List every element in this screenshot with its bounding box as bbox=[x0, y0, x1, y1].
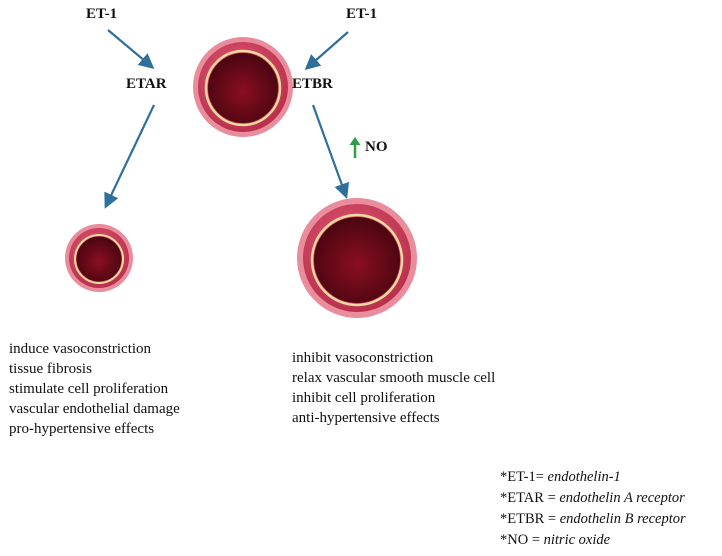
arrow-etar-to-constricted bbox=[104, 104, 155, 209]
list-item: inhibit cell proliferation bbox=[292, 390, 436, 406]
list-item: pro-hypertensive effects bbox=[9, 421, 155, 437]
legend-definition: endothelin-1 bbox=[547, 469, 621, 485]
label-et1-right: ET-1 bbox=[346, 6, 378, 22]
legend-term: *ET-1= bbox=[500, 469, 544, 485]
etar-effects-list: induce vasoconstriction tissue fibrosis … bbox=[9, 339, 180, 439]
abbreviation-legend: *ET-1= endothelin-1 *ETAR = endothelin A… bbox=[500, 467, 686, 551]
legend-entry: *NO = nitric oxide bbox=[500, 530, 686, 551]
list-item: induce vasoconstriction bbox=[9, 341, 152, 357]
label-et1-left: ET-1 bbox=[86, 6, 118, 22]
label-etar: ETAR bbox=[126, 76, 167, 92]
legend-definition: endothelin A receptor bbox=[559, 490, 685, 506]
list-item: anti-hypertensive effects bbox=[292, 410, 440, 426]
list-item: vascular endothelial damage bbox=[9, 401, 180, 417]
vessel-constricted bbox=[65, 224, 133, 292]
arrow-et1-to-etar bbox=[107, 29, 155, 69]
arrow-etbr-to-dilated bbox=[311, 104, 350, 199]
legend-entry: *ETBR = endothelin B receptor bbox=[500, 509, 686, 530]
legend-term: *ETBR = bbox=[500, 511, 557, 527]
arrow-et1-to-etbr bbox=[304, 31, 349, 71]
label-etbr: ETBR bbox=[292, 76, 333, 92]
up-arrow-icon bbox=[349, 137, 361, 158]
legend-definition: nitric oxide bbox=[543, 532, 611, 548]
legend-entry: *ET-1= endothelin-1 bbox=[500, 467, 686, 488]
etbr-effects-list: inhibit vasoconstriction relax vascular … bbox=[292, 348, 495, 428]
legend-term: *ETAR = bbox=[500, 490, 556, 506]
legend-term: *NO = bbox=[500, 532, 540, 548]
vessel-normal bbox=[193, 37, 293, 137]
legend-definition: endothelin B receptor bbox=[559, 511, 686, 527]
label-no: NO bbox=[365, 139, 388, 155]
list-item: relax vascular smooth muscle cell bbox=[292, 370, 496, 386]
list-item: tissue fibrosis bbox=[9, 361, 92, 377]
legend-entry: *ETAR = endothelin A receptor bbox=[500, 488, 686, 509]
vessel-dilated bbox=[297, 198, 417, 318]
list-item: stimulate cell proliferation bbox=[9, 381, 169, 397]
list-item: inhibit vasoconstriction bbox=[292, 350, 434, 366]
